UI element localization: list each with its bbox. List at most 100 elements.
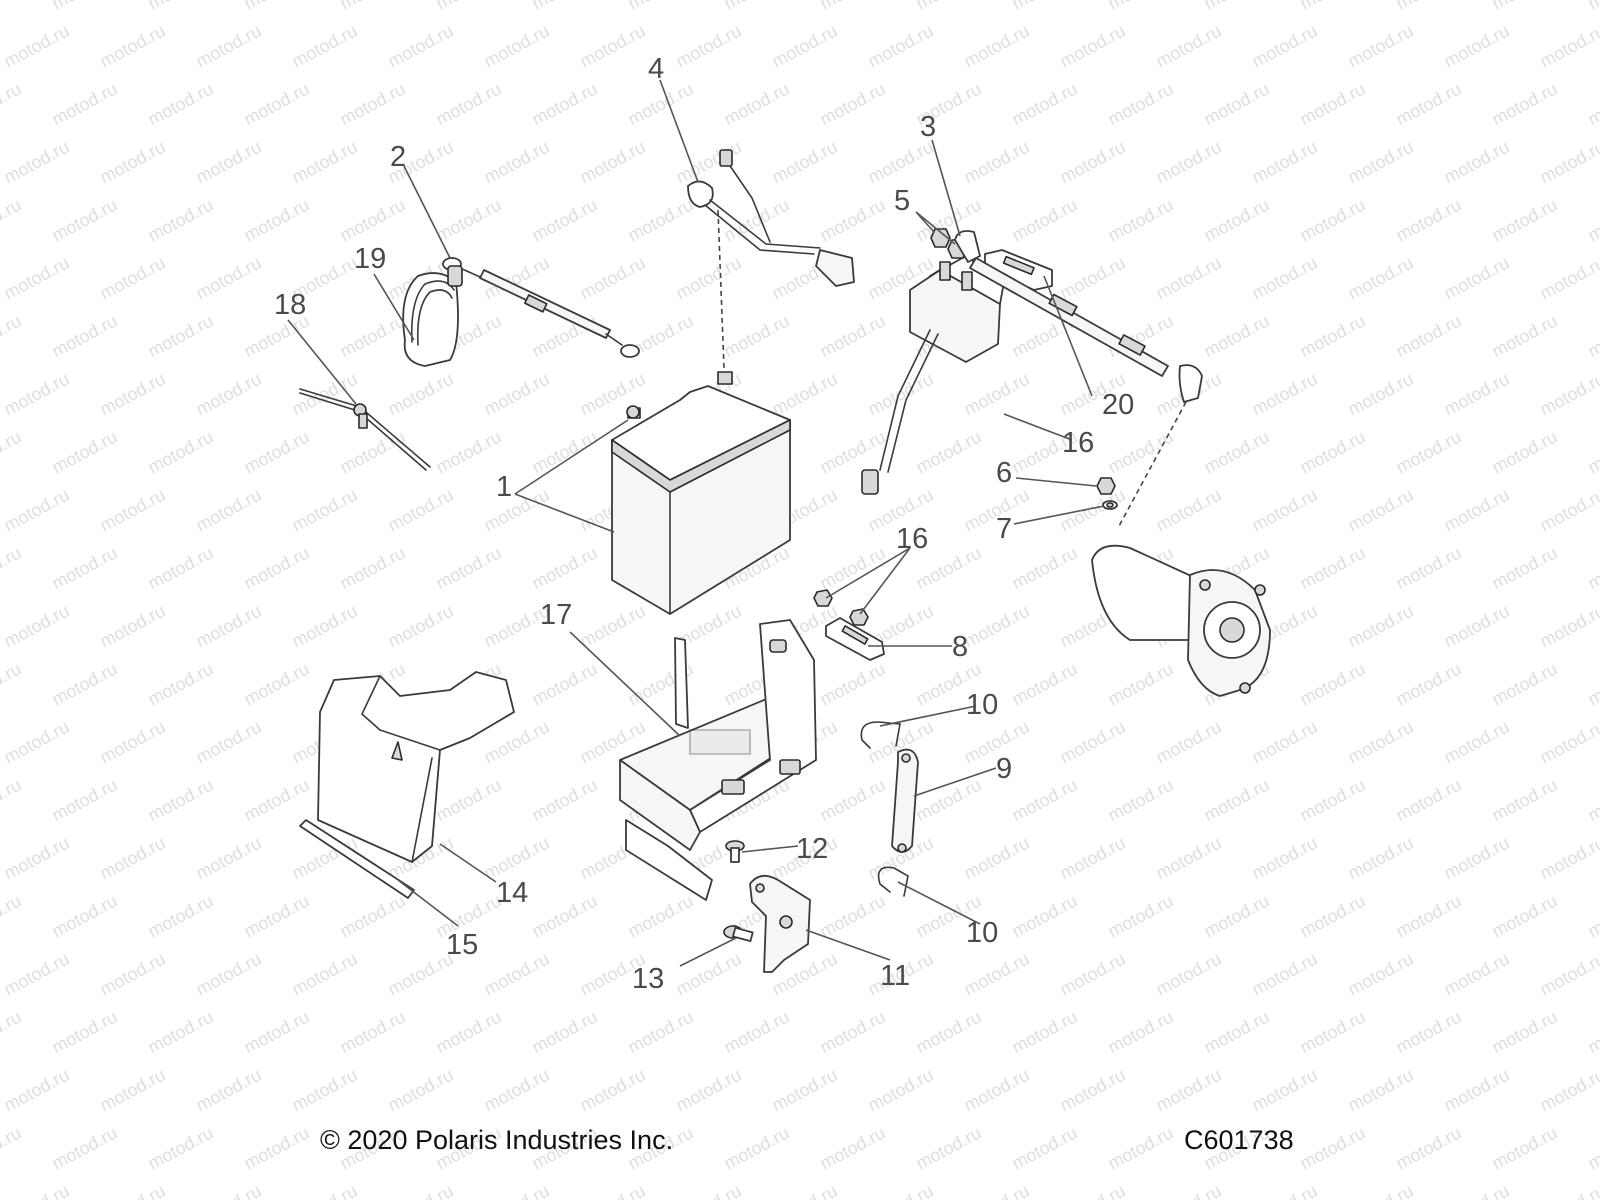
- watermark-text: motod.ru: [576, 137, 648, 188]
- watermark-text: motod.ru: [240, 891, 312, 942]
- watermark-text: motod.ru: [1152, 253, 1224, 304]
- watermark-text: motod.ru: [1344, 833, 1416, 884]
- watermark-text: motod.ru: [1248, 949, 1320, 1000]
- watermark-text: motod.ru: [624, 79, 696, 130]
- watermark-text: motod.ru: [144, 427, 216, 478]
- watermark-text: motod.ru: [1200, 311, 1272, 362]
- watermark-text: motod.ru: [1008, 659, 1080, 710]
- callout-10b: 10: [966, 917, 998, 949]
- watermark-text: motod.ru: [96, 369, 168, 420]
- watermark-text: motod.ru: [1344, 1181, 1416, 1200]
- figure-code: C601738: [1184, 1125, 1294, 1155]
- watermark-text: motod.ru: [576, 21, 648, 72]
- watermark-text: motod.ru: [1152, 949, 1224, 1000]
- watermark-text: motod.ru: [0, 601, 72, 652]
- watermark-text: motod.ru: [1440, 1181, 1512, 1200]
- watermark-text: motod.ru: [1056, 21, 1128, 72]
- watermark-text: motod.ru: [1536, 253, 1600, 304]
- watermark-text: motod.ru: [1440, 717, 1512, 768]
- watermark-text: motod.ru: [48, 1123, 120, 1174]
- watermark-text: motod.ru: [864, 21, 936, 72]
- watermark-text: motod.ru: [1200, 891, 1272, 942]
- watermark-text: motod.ru: [1056, 833, 1128, 884]
- watermark-text: motod.ru: [1248, 1065, 1320, 1116]
- watermark-text: motod.ru: [192, 833, 264, 884]
- watermark-text: motod.ru: [1584, 311, 1600, 362]
- watermark-text: motod.ru: [384, 369, 456, 420]
- watermark-text: motod.ru: [960, 137, 1032, 188]
- watermark-text: motod.ru: [432, 543, 504, 594]
- watermark-text: motod.ru: [1296, 775, 1368, 826]
- watermark-text: motod.ru: [1152, 137, 1224, 188]
- watermark-text: motod.ru: [816, 195, 888, 246]
- watermark-text: motod.ru: [0, 311, 25, 362]
- watermark-text: motod.ru: [720, 311, 792, 362]
- watermark-text: motod.ru: [1104, 0, 1176, 14]
- watermark-text: motod.ru: [1392, 775, 1464, 826]
- callout-2: 2: [390, 141, 406, 173]
- watermark-text: motod.ru: [816, 1123, 888, 1174]
- watermark-text: motod.ru: [48, 311, 120, 362]
- watermark-text: motod.ru: [528, 543, 600, 594]
- watermark-text: motod.ru: [336, 311, 408, 362]
- watermark-text: motod.ru: [0, 253, 72, 304]
- watermark-text: motod.ru: [1248, 1181, 1320, 1200]
- watermark-text: motod.ru: [0, 21, 72, 72]
- callout-8: 8: [952, 631, 968, 663]
- watermark-text: motod.ru: [1008, 195, 1080, 246]
- watermark-text: motod.ru: [816, 79, 888, 130]
- watermark-text: motod.ru: [96, 601, 168, 652]
- watermark-text: motod.ru: [1056, 1181, 1128, 1200]
- watermark-text: motod.ru: [1344, 21, 1416, 72]
- watermark-text: motod.ru: [960, 949, 1032, 1000]
- watermark-text: motod.ru: [48, 0, 120, 14]
- callout-19: 19: [354, 243, 386, 275]
- watermark-text: motod.ru: [0, 1181, 72, 1200]
- watermark-text: motod.ru: [0, 79, 25, 130]
- foam-strip: [299, 819, 415, 899]
- watermark-text: motod.ru: [1296, 659, 1368, 710]
- watermark-text: motod.ru: [1488, 79, 1560, 130]
- watermark-text: motod.ru: [240, 543, 312, 594]
- watermark-text: motod.ru: [240, 1123, 312, 1174]
- watermark-text: motod.ru: [48, 775, 120, 826]
- watermark-text: motod.ru: [1104, 1007, 1176, 1058]
- watermark-text: motod.ru: [624, 195, 696, 246]
- watermark-text: motod.ru: [1488, 1007, 1560, 1058]
- watermark-text: motod.ru: [48, 659, 120, 710]
- watermark-text: motod.ru: [192, 1181, 264, 1200]
- watermark-text: motod.ru: [1392, 79, 1464, 130]
- watermark-text: motod.ru: [1392, 195, 1464, 246]
- watermark-text: motod.ru: [0, 485, 72, 536]
- starter-nut: [1096, 477, 1116, 495]
- watermark-text: motod.ru: [432, 0, 504, 14]
- watermark-text: motod.ru: [1488, 775, 1560, 826]
- watermark-text: motod.ru: [1584, 775, 1600, 826]
- watermark-text: motod.ru: [1392, 1123, 1464, 1174]
- watermark-text: motod.ru: [144, 0, 216, 14]
- callout-12: 12: [796, 833, 828, 865]
- watermark-text: motod.ru: [1536, 21, 1600, 72]
- watermark-text: motod.ru: [336, 891, 408, 942]
- watermark-text: motod.ru: [1536, 833, 1600, 884]
- watermark-text: motod.ru: [0, 949, 72, 1000]
- watermark-text: motod.ru: [528, 659, 600, 710]
- watermark-text: motod.ru: [240, 0, 312, 14]
- watermark-text: motod.ru: [1392, 543, 1464, 594]
- watermark-text: motod.ru: [480, 369, 552, 420]
- watermark-text: motod.ru: [288, 1181, 360, 1200]
- watermark-text: motod.ru: [1296, 0, 1368, 14]
- watermark-text: motod.ru: [816, 659, 888, 710]
- callout-15: 15: [446, 929, 478, 961]
- watermark-text: motod.ru: [1200, 775, 1272, 826]
- watermark-text: motod.ru: [144, 195, 216, 246]
- negative-cable: [442, 257, 640, 358]
- watermark-text: motod.ru: [0, 717, 72, 768]
- watermark-text: motod.ru: [1296, 427, 1368, 478]
- watermark-text: motod.ru: [1248, 833, 1320, 884]
- watermark-text: motod.ru: [1344, 601, 1416, 652]
- clip-upper: [860, 721, 901, 749]
- watermark-text: motod.ru: [192, 949, 264, 1000]
- solenoid-bracket: [984, 249, 1053, 291]
- watermark-text: motod.ru: [1296, 195, 1368, 246]
